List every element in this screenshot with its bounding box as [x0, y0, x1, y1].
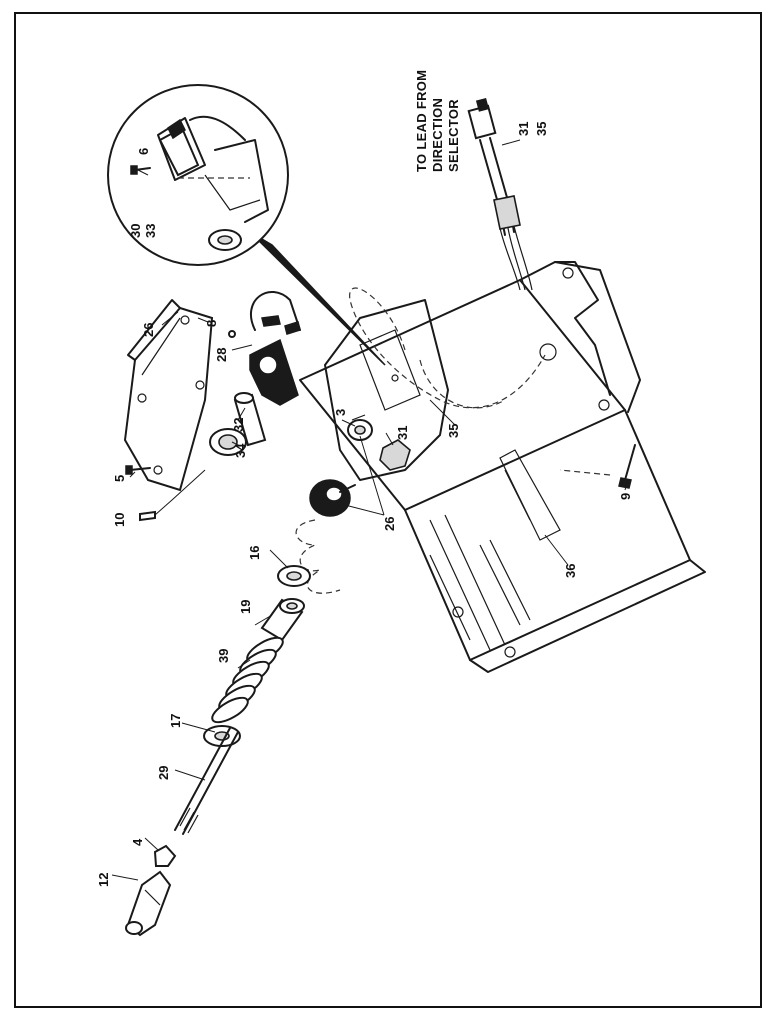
direction-selector-note: TO LEAD FROM DIRECTION SELECTOR	[414, 70, 461, 172]
label-34: 34	[233, 443, 248, 458]
label-17: 17	[168, 714, 183, 728]
screw-9	[559, 444, 636, 489]
label-28: 28	[214, 348, 229, 362]
label-3: 3	[333, 409, 348, 416]
label-12: 12	[96, 873, 111, 887]
detail-callout	[107, 84, 386, 366]
leader-lines	[111, 139, 629, 881]
note-line-3: SELECTOR	[446, 99, 461, 172]
label-26-bumper: 26	[382, 517, 397, 531]
jam-nut-4	[153, 844, 177, 867]
label-30: 30	[128, 224, 143, 238]
switch-mounting-plate	[324, 299, 449, 481]
direction-selector-lead	[467, 97, 533, 291]
microswitch	[228, 290, 301, 406]
screw-5	[125, 465, 151, 475]
label-39: 39	[216, 649, 231, 663]
label-8: 8	[204, 320, 219, 327]
label-35-harness: 35	[446, 424, 461, 438]
label-31-nut: 31	[395, 426, 410, 440]
spacer-tube	[233, 392, 267, 447]
bushing-washer	[209, 428, 247, 456]
clevis	[125, 870, 172, 937]
compression-spring	[211, 636, 284, 724]
switch-box-cover	[123, 299, 214, 492]
mounting-bracket	[299, 261, 706, 673]
label-33: 33	[143, 224, 158, 238]
note-line-1: TO LEAD FROM	[414, 70, 429, 172]
label-10: 10	[112, 513, 127, 527]
wire-harness-dashed	[295, 287, 546, 594]
rubber-bumper	[309, 479, 356, 517]
callout-labels: 26 8 28 32 34 5 10 3 31 35 26 16 19 39 1…	[96, 122, 633, 887]
nut-31	[379, 439, 411, 471]
roll-pin-10	[139, 469, 206, 522]
label-19: 19	[238, 600, 253, 614]
label-29: 29	[156, 766, 171, 780]
label-31-lead: 31	[516, 122, 531, 136]
label-6: 6	[136, 148, 151, 155]
label-26-cover: 26	[141, 323, 156, 337]
label-32: 32	[231, 418, 246, 432]
label-9: 9	[618, 493, 633, 500]
label-35-lead: 35	[534, 122, 549, 136]
washer-16	[277, 565, 311, 587]
diagram-frame	[14, 12, 762, 1008]
label-36: 36	[563, 564, 578, 578]
label-4: 4	[130, 838, 145, 846]
label-16: 16	[247, 546, 262, 560]
bushing-19	[260, 598, 305, 642]
label-5: 5	[112, 475, 127, 482]
note-line-2: DIRECTION	[430, 98, 445, 172]
